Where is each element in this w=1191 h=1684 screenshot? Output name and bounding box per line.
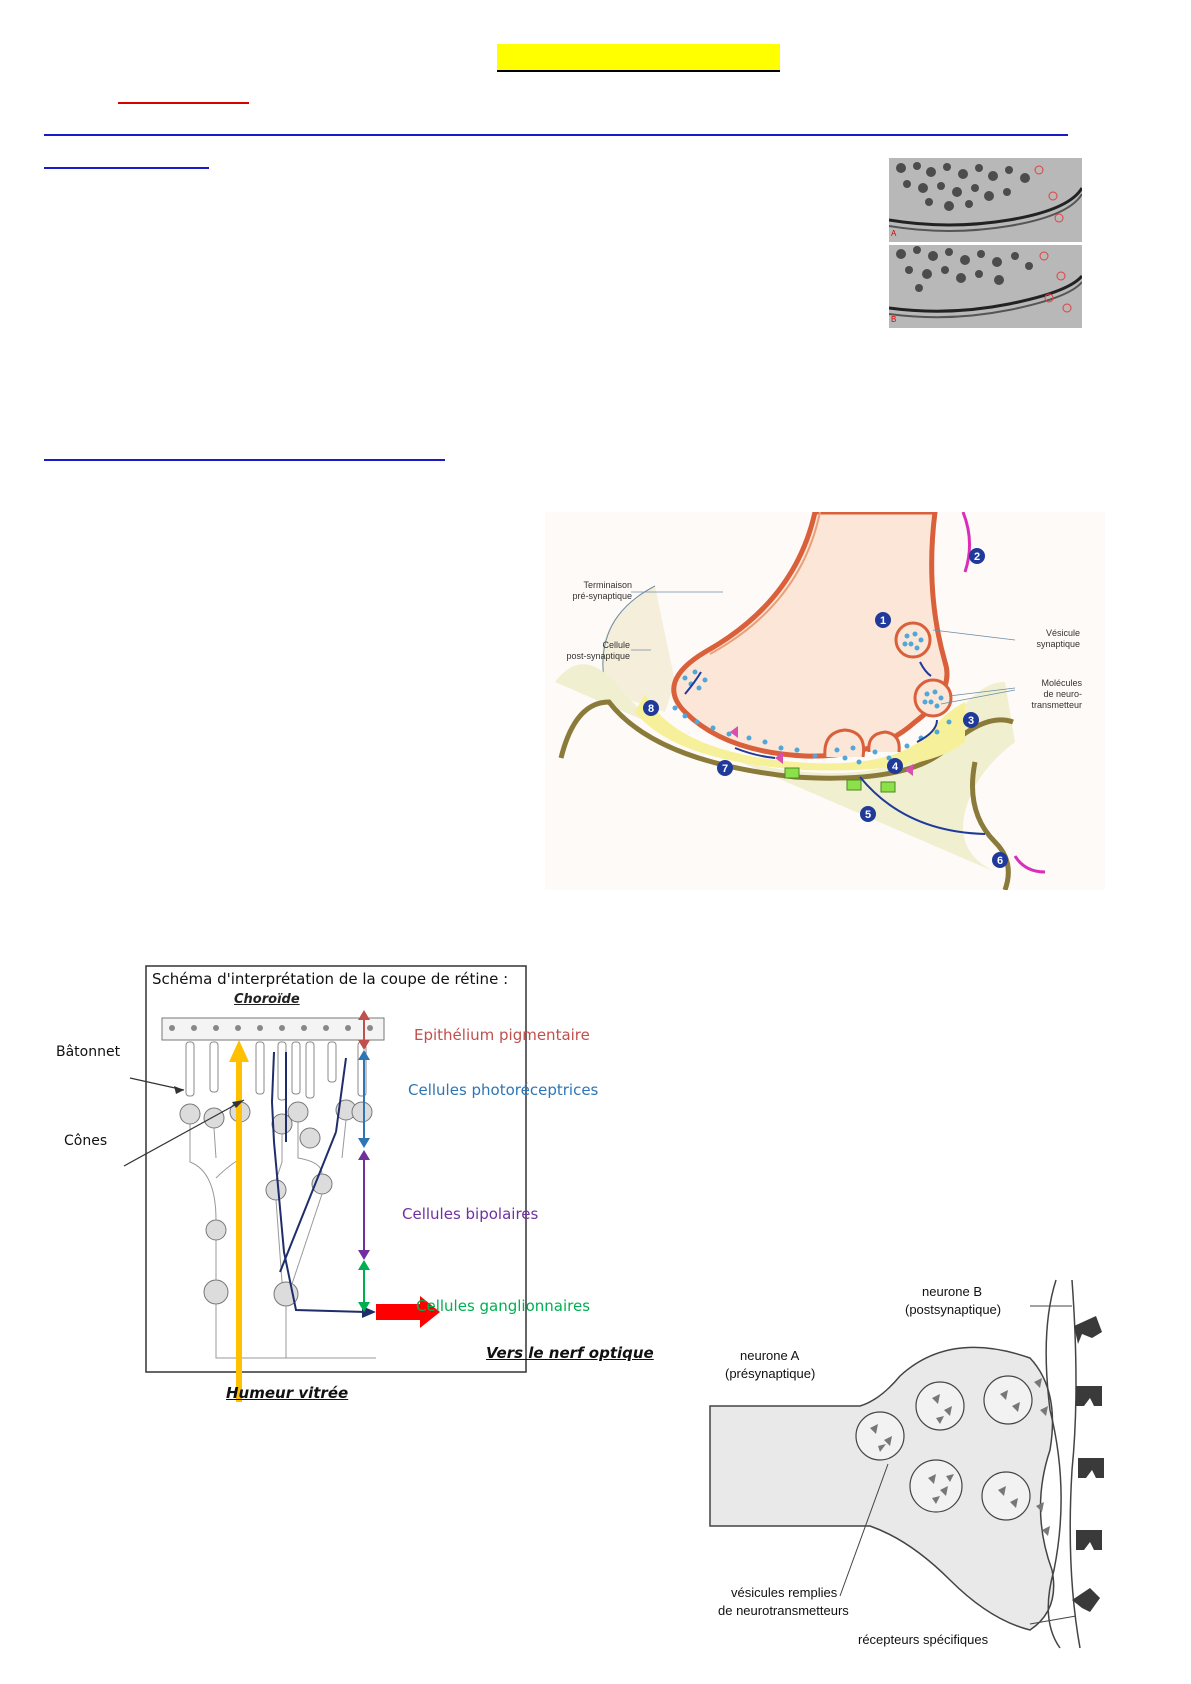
label-terminaison: Terminaison pré-synaptique — [572, 580, 632, 601]
step-4: 4 — [892, 761, 899, 773]
retina-cones: Cônes — [64, 1133, 108, 1149]
step-1: 1 — [880, 615, 886, 627]
step-8: 8 — [648, 703, 654, 715]
retina-humeur: Humeur vitrée — [226, 1384, 349, 1402]
micrograph-label-b: B — [891, 315, 896, 324]
micrograph-svg: A B — [889, 158, 1082, 328]
red-underline — [118, 102, 249, 104]
neurone-b-label: neurone B — [922, 1284, 982, 1299]
micrograph-label-a: A — [891, 229, 897, 238]
retina-diagram — [123, 965, 527, 1402]
retina-batonnet: Bâtonnet — [56, 1044, 121, 1060]
vesicules-label-1: vésicules remplies — [731, 1585, 838, 1600]
neurone-b-postsyn: (postsynaptique) — [905, 1302, 1002, 1317]
vesicules-label-2: de neurotransmetteurs — [718, 1603, 849, 1618]
label-vesicule: Vésicule synaptique — [1036, 628, 1080, 649]
neurone-a-presyn: (présynaptique) — [725, 1366, 816, 1381]
blue-underline-2 — [44, 167, 209, 169]
retina-bipolaires: Cellules bipolaires — [402, 1205, 539, 1223]
neurone-diagram — [709, 1279, 1104, 1649]
blue-underline-3 — [44, 459, 445, 461]
retina-ganglionnaires: Cellules ganglionnaires — [416, 1297, 591, 1315]
neurone-a-label: neurone A — [740, 1348, 800, 1363]
retina-nerf: Vers le nerf optique — [486, 1344, 654, 1362]
recepteurs-label: récepteurs spécifiques — [858, 1632, 989, 1647]
synapse-diagram: 1 2 3 4 5 6 7 8 — [545, 512, 1105, 890]
label-cellule-post: Cellule post-synaptique — [566, 640, 630, 661]
retina-choroide: Choroïde — [234, 992, 300, 1007]
retina-epithelium: Epithélium pigmentaire — [414, 1026, 590, 1044]
retina-photorecepteurs: Cellules photoréceptrices — [408, 1081, 599, 1099]
step-3: 3 — [968, 715, 974, 727]
electron-micrograph: A B — [889, 158, 1082, 328]
label-molecules: Molécules de neuro- transmetteur — [1031, 678, 1082, 710]
step-7: 7 — [722, 763, 728, 775]
step-6: 6 — [997, 855, 1003, 867]
step-2: 2 — [974, 551, 980, 563]
title-highlight — [497, 44, 780, 72]
blue-underline-1 — [44, 134, 1068, 136]
step-5: 5 — [865, 809, 871, 821]
retina-title: Schéma d'interprétation de la coupe de r… — [152, 970, 509, 988]
